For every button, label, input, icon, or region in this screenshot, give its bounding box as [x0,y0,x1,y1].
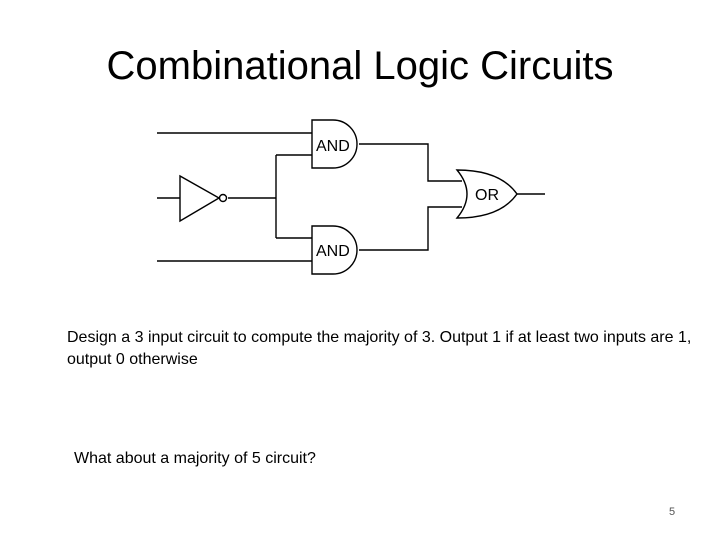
and-bottom-output-wire [359,206,462,251]
follow-up-question: What about a majority of 5 circuit? [74,450,316,467]
page-number: 5 [668,506,676,518]
slide-title: Combinational Logic Circuits [106,44,614,88]
and-gate-bottom-label: AND [316,243,350,260]
and-gate-top-label: AND [316,138,350,155]
and-gate-top-icon [311,119,358,169]
problem-description: Design a 3 input circuit to compute the … [67,329,692,368]
and-gate-bottom-icon [311,225,358,275]
or-gate-label: OR [475,187,499,204]
not-gate-icon [179,174,228,223]
or-gate-icon [455,169,518,219]
and-top-output-wire [359,143,462,182]
